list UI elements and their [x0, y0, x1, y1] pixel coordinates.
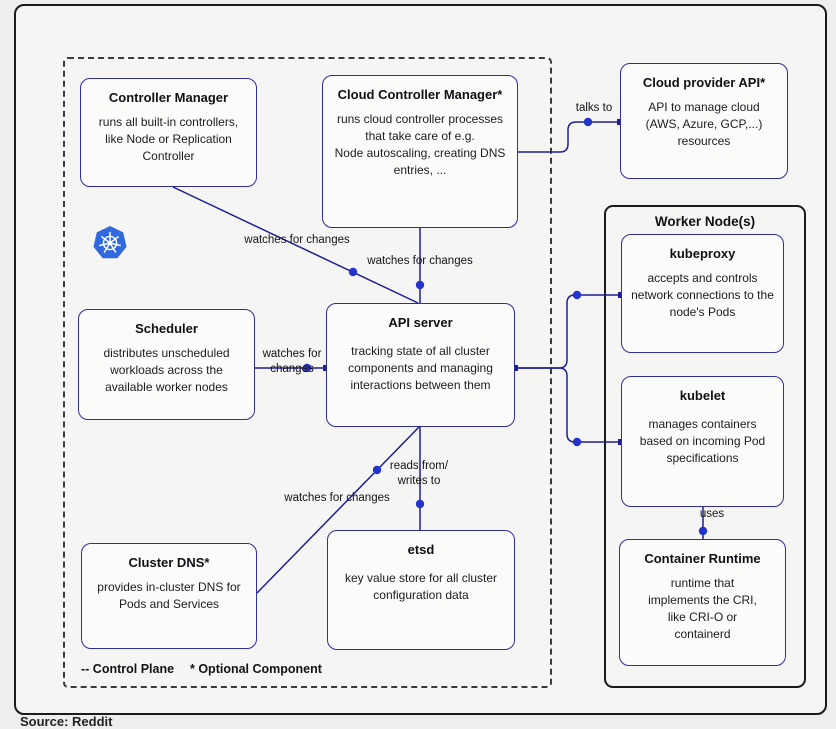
edge-label-watches-for-changes: watches for changes — [244, 234, 350, 246]
edge-label-watches-for-changes: watches for changes — [262, 348, 322, 375]
node-title: Cluster DNS* — [128, 555, 210, 570]
node-scheduler: Scheduler distributes unscheduled worklo… — [78, 309, 255, 420]
node-title: Controller Manager — [108, 90, 229, 105]
node-title: API server — [388, 315, 453, 330]
node-body: runs all built-in controllers, like Node… — [98, 115, 239, 164]
edge-label-uses: uses — [699, 508, 725, 520]
node-body: distributes unscheduled workloads across… — [103, 346, 230, 395]
node-body: accepts and controls network connections… — [631, 271, 774, 320]
node-body: provides in-cluster DNS for Pods and Ser… — [97, 580, 241, 612]
node-kubeproxy: kubeproxy accepts and controls network c… — [621, 234, 784, 353]
node-body: tracking state of all cluster components… — [348, 344, 493, 393]
node-title: kubeproxy — [669, 246, 736, 261]
node-etsd: etsd key value store for all cluster con… — [327, 530, 515, 650]
node-cluster-dns: Cluster DNS* provides in-cluster DNS for… — [81, 543, 257, 649]
source-caption: Source: Reddit — [20, 714, 113, 729]
kubernetes-logo-icon — [93, 226, 127, 259]
edge-label-talks-to: talks to — [575, 102, 613, 114]
edge-label-watches-for-changes: watches for changes — [284, 492, 390, 504]
legend-optional-component: * Optional Component — [190, 662, 322, 676]
node-title: Scheduler — [135, 321, 198, 336]
edge-label-reads-from-writes-to: reads from/ writes to — [389, 460, 449, 487]
worker-node-title: Worker Node(s) — [654, 214, 756, 229]
node-container-runtime: Container Runtime runtime that implement… — [619, 539, 786, 666]
legend-control-plane: -- Control Plane — [81, 662, 175, 676]
node-body: key value store for all cluster configur… — [344, 571, 498, 603]
node-kubelet: kubelet manages containers based on inco… — [621, 376, 784, 507]
node-controller-manager: Controller Manager runs all built-in con… — [80, 78, 257, 187]
node-cloud-controller-manager: Cloud Controller Manager* runs cloud con… — [322, 75, 518, 228]
node-title: etsd — [407, 542, 435, 557]
node-body: API to manage cloud (AWS, Azure, GCP,...… — [645, 100, 763, 149]
node-title: kubelet — [679, 388, 726, 403]
node-api-server: API server tracking state of all cluster… — [326, 303, 515, 427]
edge-label-watches-for-changes: watches for changes — [367, 255, 473, 267]
node-title: Cloud Controller Manager* — [337, 87, 503, 102]
node-title: Cloud provider API* — [642, 75, 766, 90]
node-body: runtime that implements the CRI, like CR… — [648, 576, 757, 642]
node-cloud-provider-api: Cloud provider API* API to manage cloud … — [620, 63, 788, 179]
node-body: runs cloud controller processes that tak… — [334, 112, 506, 178]
node-body: manages containers based on incoming Pod… — [639, 417, 766, 466]
node-title: Container Runtime — [644, 551, 761, 566]
